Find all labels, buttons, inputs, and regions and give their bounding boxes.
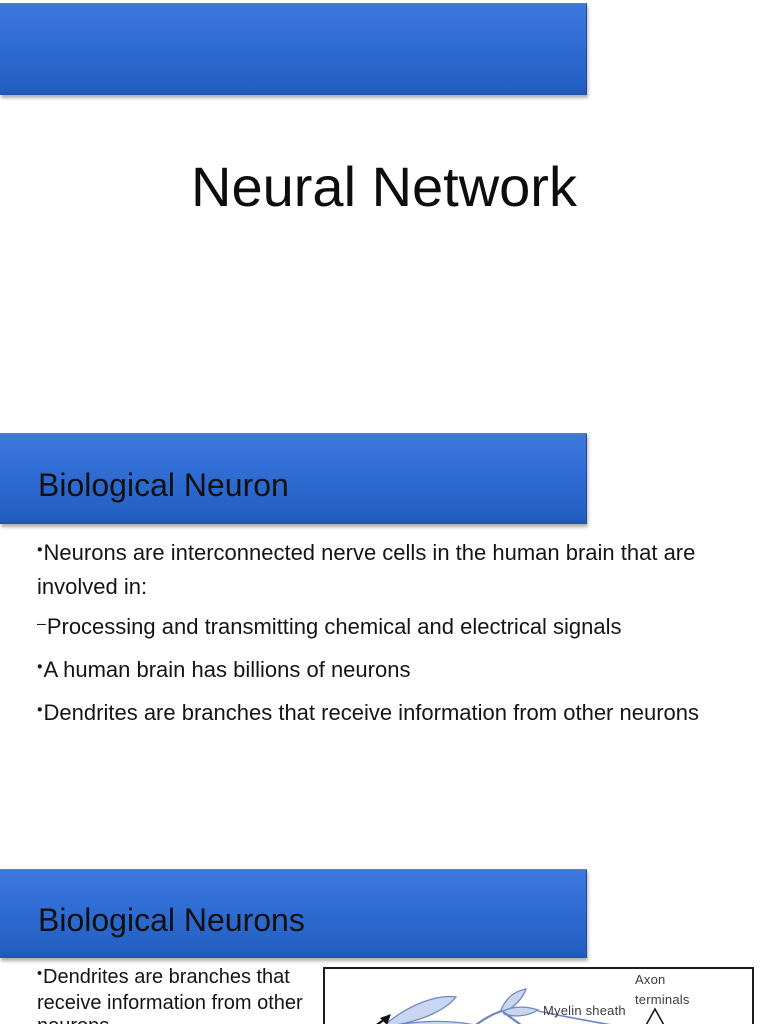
- bullet-item: •Neurons are interconnected nerve cells …: [37, 537, 715, 602]
- axon-line: [537, 1010, 611, 1024]
- bullet-item: –Processing and transmitting chemical an…: [37, 611, 715, 645]
- bullet-item: •A human brain has billions of neurons: [37, 654, 715, 688]
- bullet-text: Dendrites are branches that receive info…: [37, 966, 303, 1024]
- slide3-header: Biological Neurons: [38, 902, 305, 938]
- bullet-marker: •: [37, 658, 43, 676]
- bullet-marker: •: [37, 701, 43, 719]
- dendrite-arrow-icon: [376, 1014, 391, 1024]
- slide1-title-banner: [0, 3, 587, 95]
- slide2-header: Biological Neuron: [38, 467, 289, 503]
- slide1-title: Neural Network: [191, 155, 577, 218]
- axon-terminals-pointer-icon: [645, 1007, 665, 1024]
- figure-label-axon-terminals: Axon terminals: [635, 972, 690, 1007]
- bullet-text: Dendrites are branches that receive info…: [43, 700, 699, 725]
- bullet-text: Neurons are interconnected nerve cells i…: [37, 540, 696, 599]
- bullet-marker: •: [37, 541, 43, 559]
- bullet-marker: –: [37, 615, 46, 633]
- neuron-figure: Axon terminals Myelin sheath: [323, 967, 754, 1024]
- figure-label-myelin-sheath: Myelin sheath: [543, 1003, 626, 1018]
- slide2-header-banner: Biological Neuron: [0, 433, 587, 524]
- bullet-item: •Dendrites are branches that receive inf…: [37, 697, 715, 731]
- bullet-item: •Dendrites are branches that receive inf…: [37, 966, 335, 1024]
- dendrite-stems: [475, 1009, 522, 1024]
- slide3-body: •Dendrites are branches that receive inf…: [37, 966, 335, 1024]
- bullet-marker: •: [37, 965, 43, 982]
- bullet-text: Processing and transmitting chemical and…: [46, 614, 622, 639]
- neuron-diagram-graphic: [376, 988, 665, 1024]
- slide3-header-banner: Biological Neurons: [0, 869, 587, 958]
- slide2-body: •Neurons are interconnected nerve cells …: [37, 537, 715, 740]
- bullet-text: A human brain has billions of neurons: [43, 657, 411, 682]
- dendrite-shapes: [386, 988, 540, 1024]
